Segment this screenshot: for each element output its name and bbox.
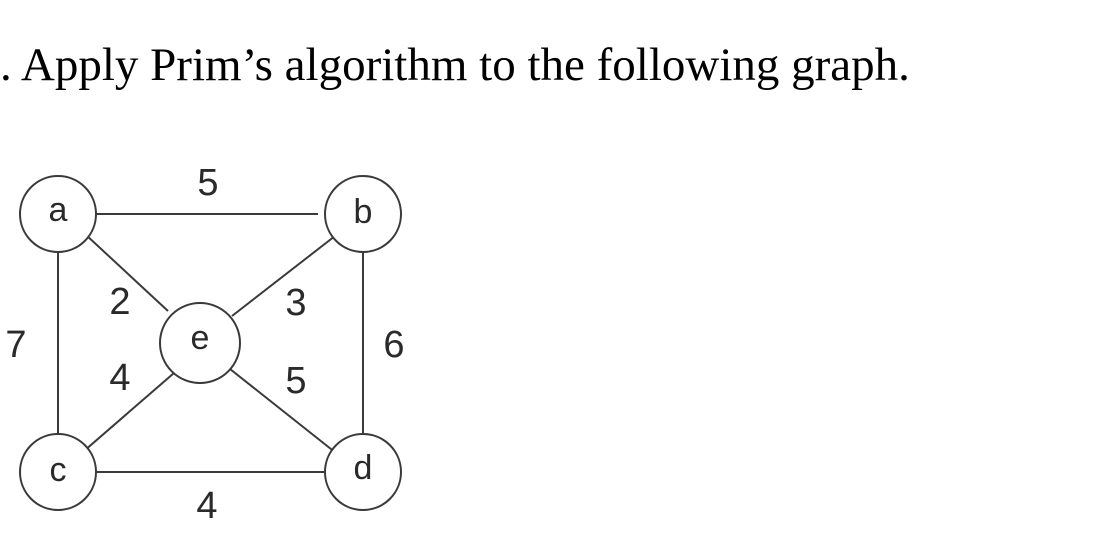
weight-b-d: 6: [383, 324, 404, 366]
weight-b-e: 3: [285, 282, 306, 324]
weight-c-e: 4: [109, 357, 130, 399]
weight-a-c: 7: [5, 324, 26, 366]
edge-a-e: [84, 233, 169, 312]
node-label-d: d: [354, 449, 373, 487]
weight-a-e: 2: [109, 281, 130, 323]
node-a: a: [19, 175, 97, 253]
node-label-c: c: [50, 451, 67, 489]
question-text: . Apply Prim’s algorithm to the followin…: [0, 39, 910, 91]
node-label-a: a: [49, 191, 68, 229]
edge-c-e: [83, 372, 175, 452]
node-label-e: e: [191, 319, 210, 357]
weight-a-b: 5: [197, 162, 218, 204]
node-c: c: [19, 433, 97, 511]
node-d: d: [324, 433, 402, 511]
weight-c-d: 4: [196, 485, 217, 527]
node-label-b: b: [354, 193, 373, 231]
edge-e-d: [229, 368, 337, 454]
node-b: b: [324, 175, 402, 253]
weight-e-d: 5: [285, 360, 306, 402]
edge-b-e: [231, 235, 336, 317]
node-e: e: [159, 302, 241, 384]
